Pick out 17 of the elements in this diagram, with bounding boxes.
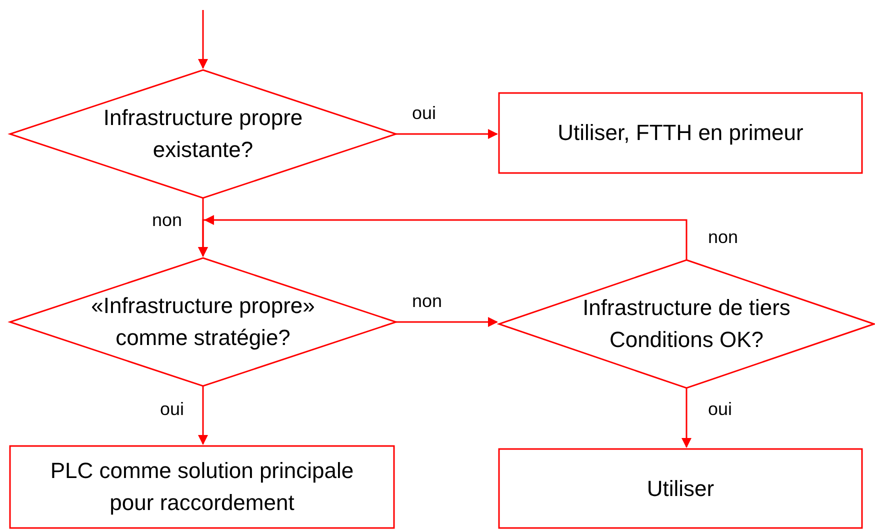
decision-diamond [496, 259, 875, 389]
arrow [396, 317, 498, 327]
node-label: PLC comme solution principale pour raccordement [49, 457, 355, 517]
node-label: Infrastructure de tiers Conditions OK? [582, 294, 792, 354]
process-box [498, 92, 863, 174]
arrow [198, 10, 208, 69]
node-label: Utiliser [646, 474, 714, 503]
arrow [682, 388, 692, 448]
decision-diamond [8, 257, 398, 387]
node-label: «Infrastructure propre» comme stratégie? [90, 292, 316, 352]
process-box [498, 448, 863, 529]
arrow [396, 129, 498, 139]
node-label: Utiliser, FTTH en primeur [558, 119, 804, 148]
process-box [9, 445, 395, 529]
decision-diamond [8, 69, 398, 199]
node-label: Infrastructure propre existante? [102, 104, 304, 164]
arrow [198, 386, 208, 445]
